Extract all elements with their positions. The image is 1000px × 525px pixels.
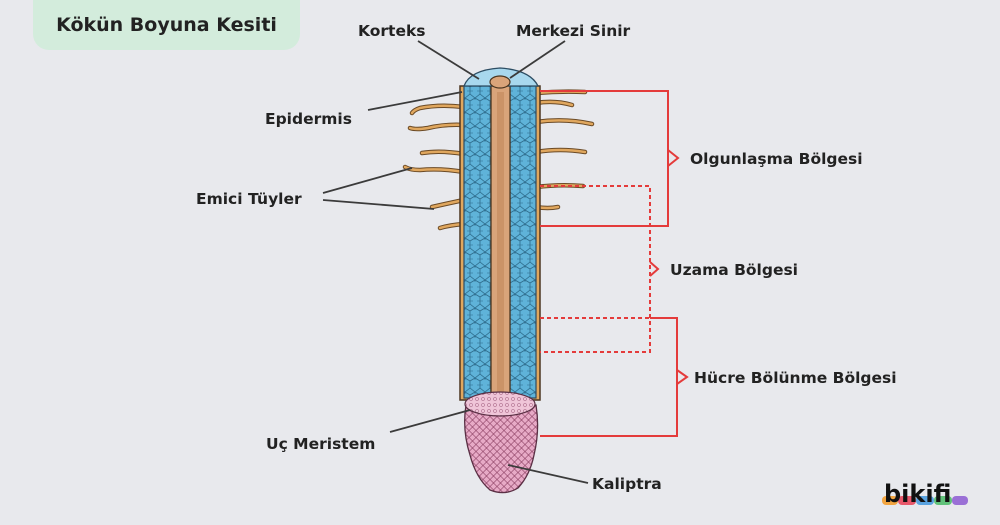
bikifi-logo: bikifi	[882, 480, 968, 508]
label-emici-tuyler: Emici Tüyler	[196, 190, 302, 208]
root-cap	[464, 404, 539, 494]
zone-brackets	[540, 90, 689, 437]
root-hairs-left-fill	[403, 104, 466, 230]
label-olgunlasma: Olgunlaşma Bölgesi	[690, 150, 863, 168]
label-hucre-bolunme: Hücre Bölünme Bölgesi	[694, 369, 897, 387]
svg-text:bikifi: bikifi	[884, 480, 951, 508]
label-uc-meristem: Uç Meristem	[266, 435, 375, 453]
central-stripe	[497, 92, 504, 396]
label-uzama: Uzama Bölgesi	[670, 261, 798, 279]
label-kaliptra: Kaliptra	[592, 475, 662, 493]
cortex-right	[509, 85, 537, 399]
label-korteks: Korteks	[358, 22, 426, 40]
label-merkezi-sinir: Merkezi Sinir	[516, 22, 631, 40]
meristem-top	[464, 391, 536, 417]
cortex-left	[463, 85, 492, 399]
label-epidermis: Epidermis	[265, 110, 352, 128]
top-central-section	[489, 75, 511, 89]
diagram-title: Kökün Boyuna Kesiti	[33, 0, 300, 50]
leader-lines	[322, 40, 589, 484]
